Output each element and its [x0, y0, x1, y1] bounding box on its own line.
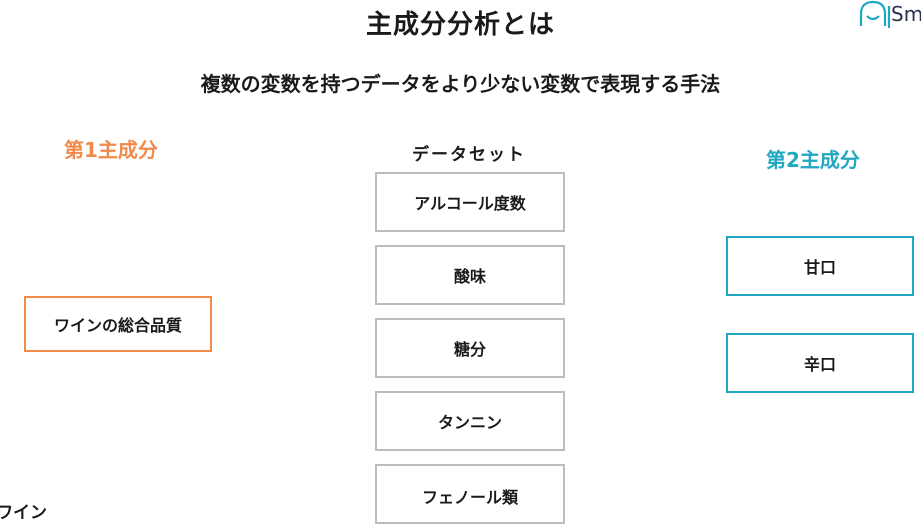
- footer-cut-text: ワイン: [0, 503, 47, 523]
- dataset-item-alcohol: アルコール度数: [375, 172, 565, 232]
- slide-subtitle: 複数の変数を持つデータをより少ない変数で表現する手法: [200, 72, 721, 96]
- first-component-label: ワインの総合品質: [53, 316, 182, 335]
- first-component-box: ワインの総合品質: [24, 296, 212, 352]
- second-component-heading: 第2主成分: [766, 148, 860, 172]
- first-component-heading: 第1主成分: [64, 138, 158, 162]
- brand-logo: Smi: [855, 0, 921, 34]
- dataset-item-tannin: タンニン: [375, 391, 565, 451]
- second-component-label: 甘口: [803, 258, 836, 277]
- dataset-item-phenol: フェノール類: [375, 464, 565, 524]
- second-component-sweet: 甘口: [726, 236, 914, 296]
- slide-title: 主成分分析とは: [365, 10, 555, 40]
- dataset-item-label: フェノール類: [421, 488, 518, 507]
- dataset-item-acidity: 酸味: [375, 245, 565, 305]
- dataset-heading: データセット: [412, 145, 526, 165]
- second-component-label: 辛口: [803, 355, 836, 374]
- logo-text: Smi: [891, 2, 921, 26]
- dataset-item-label: 糖分: [453, 340, 486, 359]
- dataset-item-label: アルコール度数: [414, 194, 526, 213]
- dataset-item-label: 酸味: [453, 267, 486, 286]
- dataset-item-sugar: 糖分: [375, 318, 565, 378]
- dataset-item-label: タンニン: [437, 413, 502, 432]
- smile-logo-icon: [859, 0, 891, 28]
- second-component-dry: 辛口: [726, 333, 914, 393]
